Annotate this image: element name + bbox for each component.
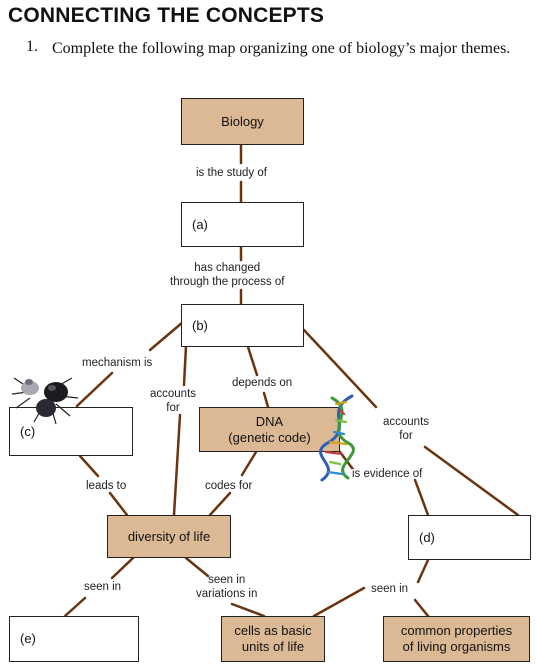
node-cells-line1: cells as basic — [234, 623, 312, 638]
beetles-icon — [11, 377, 79, 425]
node-b-blank[interactable]: (b) — [181, 304, 304, 347]
link-label-study: is the study of — [196, 167, 267, 179]
node-b-label: (b) — [192, 317, 208, 333]
link-label-seen-e: seen in — [84, 581, 122, 593]
node-e-blank[interactable]: (e) — [9, 616, 139, 662]
connector-b-accounts — [182, 344, 188, 387]
link-label-seen-d: seen in — [371, 583, 409, 595]
link-label-seen-variations-line2: variations in — [196, 588, 258, 600]
node-a-blank[interactable]: (a) — [181, 202, 304, 247]
node-diversity-text: diversity of life — [127, 528, 211, 544]
connector-codes-diversity — [208, 491, 232, 517]
link-label-accounts-left: accounts for — [150, 387, 196, 415]
connector-evidence-d — [413, 478, 430, 517]
node-biology-text: Biology — [221, 113, 264, 129]
connector-d-seen — [416, 558, 430, 584]
connector-seen-e — [63, 596, 87, 618]
connector-seen-cells — [312, 586, 366, 618]
link-label-seen-variations-line1: seen in — [208, 574, 246, 586]
connector-mechanism-c — [75, 371, 114, 408]
link-label-codes: codes for — [205, 480, 253, 492]
connector-diversity-seen-variations — [184, 556, 210, 578]
question-number: 1. — [26, 38, 38, 55]
node-diversity-of-life: diversity of life — [107, 515, 231, 558]
connector-b-accounts-right — [302, 328, 378, 409]
connector-b-mechanism — [148, 320, 185, 352]
link-label-accounts-right-line1: accounts — [383, 416, 430, 428]
connector-b-depends — [246, 345, 259, 377]
section-heading: CONNECTING THE CONCEPTS — [8, 4, 325, 27]
node-common-properties: common properties of living organisms — [383, 616, 530, 662]
node-biology: Biology — [181, 98, 304, 145]
node-d-blank[interactable]: (d) — [408, 515, 531, 560]
node-a-label: (a) — [192, 216, 208, 232]
link-label-changed-line2: through the process of — [170, 276, 285, 288]
link-label-accounts-left-line1: accounts — [150, 388, 197, 400]
question-text: Complete the following map organizing on… — [52, 40, 511, 57]
node-e-label: (e) — [20, 631, 36, 646]
link-label-mechanism: mechanism is — [82, 357, 153, 369]
link-label-seen-variations: seen in variations in — [196, 573, 257, 601]
connector-c-leads — [78, 454, 100, 478]
node-c-label: (c) — [20, 423, 36, 439]
dna-helix-icon — [319, 394, 355, 482]
link-label-accounts-left-line2: for — [166, 402, 180, 414]
connector-leads-diversity — [108, 491, 129, 517]
node-dna-line1: DNA — [255, 413, 284, 429]
connector-depends-dna — [262, 391, 270, 409]
link-label-evidence: is evidence of — [352, 468, 423, 480]
node-cells-line2: units of life — [241, 639, 305, 654]
node-cells: cells as basic units of life — [221, 616, 325, 662]
link-label-accounts-right: accounts for — [383, 415, 429, 443]
connector-variations-cells — [230, 602, 266, 618]
connector-accounts-diversity — [172, 413, 182, 517]
link-label-depends: depends on — [232, 377, 293, 389]
node-c-blank[interactable]: (c) — [9, 407, 133, 456]
connector-accounts-d — [423, 445, 520, 517]
link-label-changed: has changed through the process of — [170, 261, 284, 289]
node-common-line2: of living organisms — [402, 639, 511, 654]
node-d-label: (d) — [419, 529, 435, 545]
connector-dna-codes — [240, 450, 258, 477]
node-common-line1: common properties — [400, 623, 513, 638]
connector-seen-common — [413, 598, 430, 618]
link-label-accounts-right-line2: for — [399, 430, 413, 442]
link-label-leads: leads to — [86, 480, 127, 492]
node-dna-line2: (genetic code) — [228, 429, 311, 445]
link-label-changed-line1: has changed — [194, 262, 261, 274]
node-dna: DNA (genetic code) — [199, 407, 340, 452]
connector-diversity-seen — [110, 556, 135, 580]
